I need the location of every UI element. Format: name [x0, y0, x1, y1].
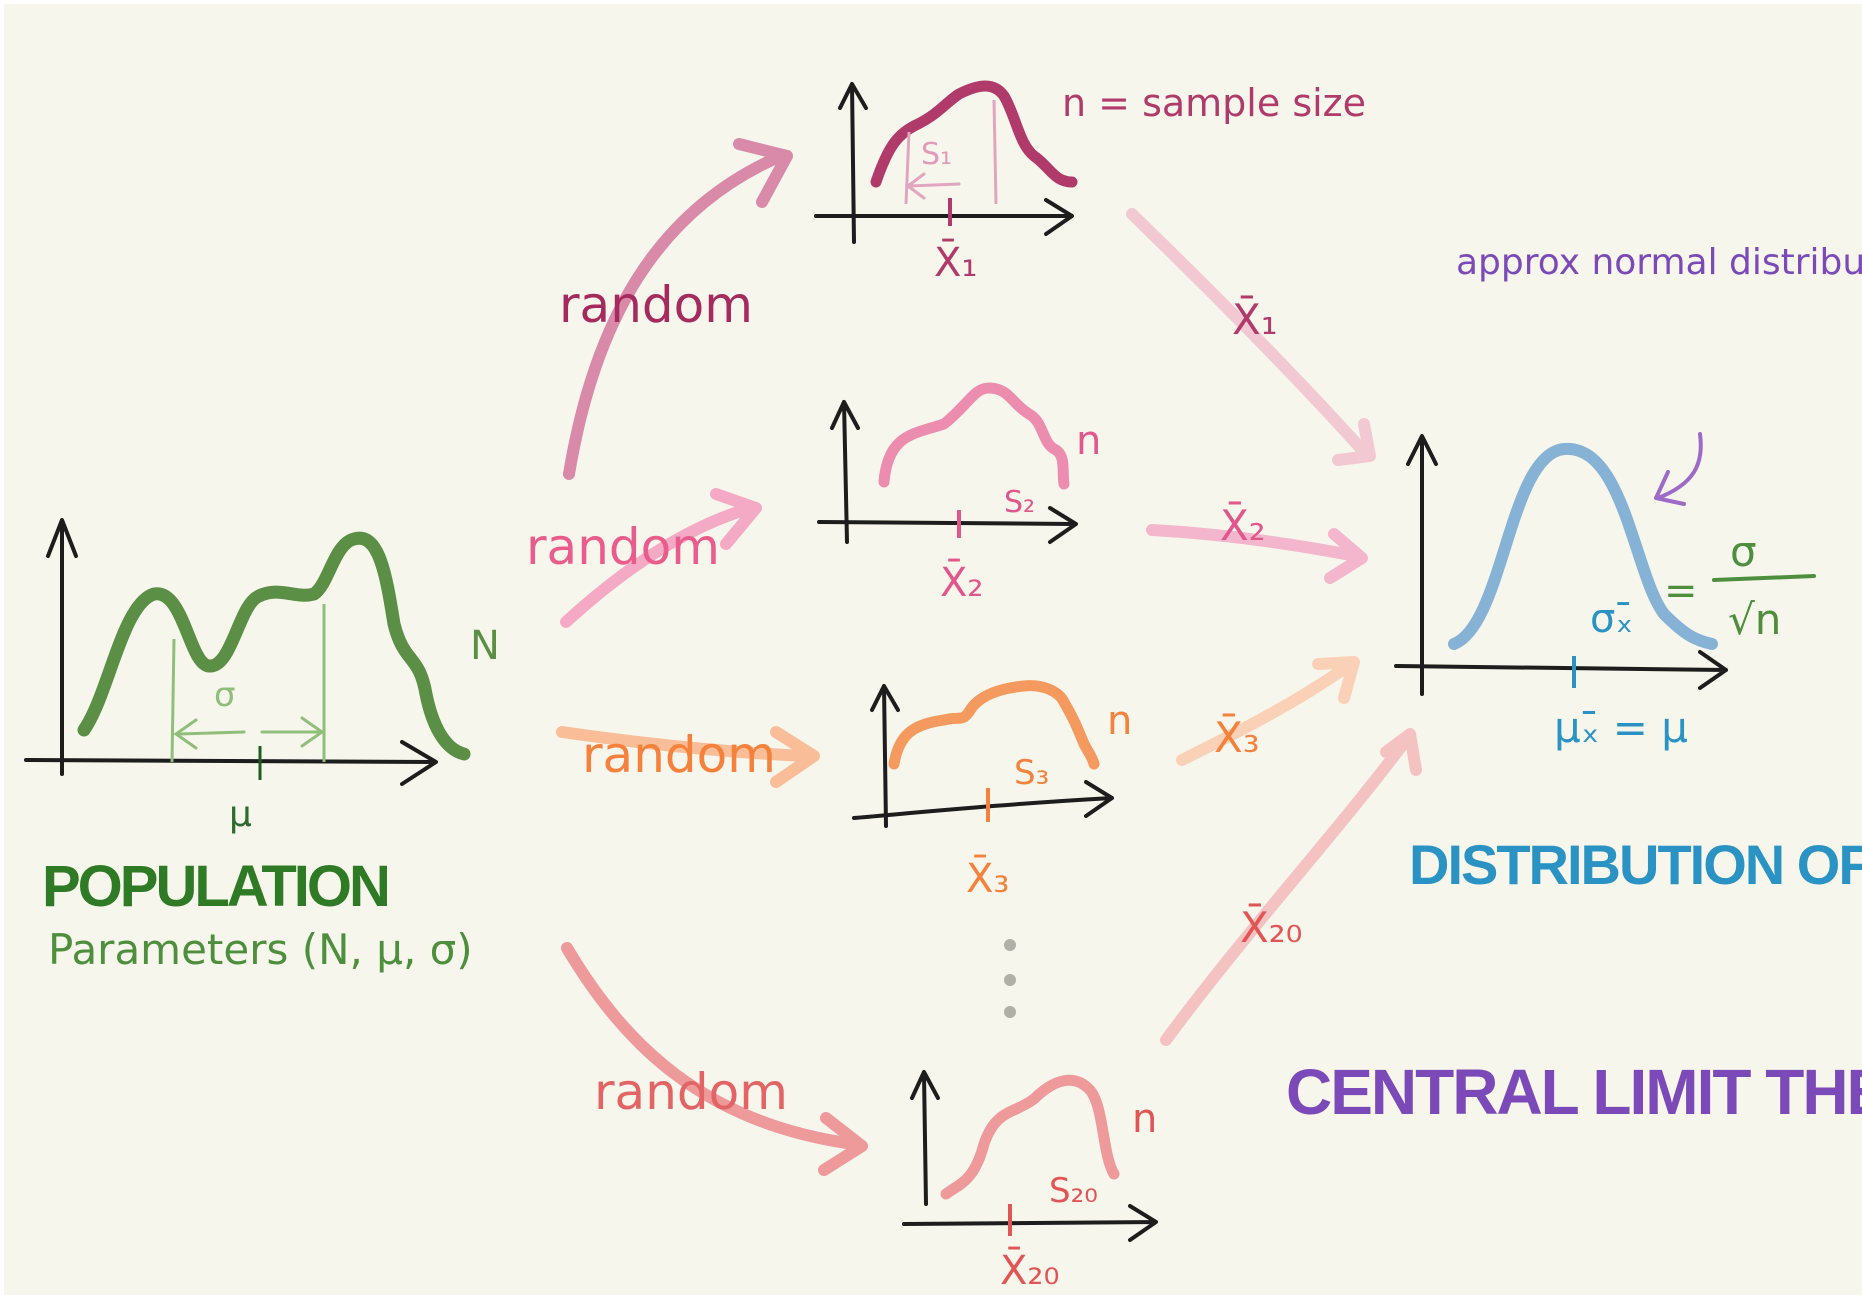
population-curve [77, 531, 471, 761]
random-label-1: random [559, 276, 753, 334]
sigma-formula-denominator: √n [1728, 595, 1781, 644]
sigma-xbar-lhs: σₓ̄ [1590, 596, 1633, 642]
random-arrow-20: random [561, 942, 868, 1176]
clt-diagram: σ μ N POPULATION Parameters (N, μ, σ) ra… [24, 80, 1862, 1294]
sample-2-n: n [1076, 418, 1101, 464]
whiteboard: σ μ N POPULATION Parameters (N, μ, σ) ra… [4, 4, 1862, 1295]
theorem-title: CENTRAL LIMIT THEOREM [1286, 1056, 1862, 1128]
sigma-left-arrow [173, 718, 246, 750]
fraction-bar [1712, 574, 1816, 582]
sigma-formula-numerator: σ [1730, 527, 1757, 576]
mu-label: μ [229, 794, 252, 835]
xbar-arrow-2: X̄₂ [1146, 499, 1368, 584]
sample-20-n: n [1132, 1096, 1157, 1142]
population-y-arrowhead [46, 518, 78, 558]
sample-1-chart: S₁ X̄₁ [814, 80, 1078, 286]
xbar-arrow-label-20: X̄₂₀ [1240, 901, 1302, 952]
sigma-left-line [170, 638, 176, 763]
sample-1-xbar: X̄₁ [934, 238, 977, 286]
ellipsis-dots [1004, 939, 1016, 1018]
sample-3-xbar: X̄₃ [966, 854, 1009, 902]
approx-normal-annotation: approx normal distribution [1456, 242, 1862, 283]
mean-formula: μₓ̄ = μ [1554, 703, 1688, 752]
sample-size-note: n = sample size [1062, 81, 1366, 125]
sample-20-s-label: S₂₀ [1049, 1171, 1098, 1211]
sampling-distribution-chart [1394, 432, 1728, 696]
random-arrow-1: random [559, 138, 793, 480]
xbar-arrow-1: X̄₁ [1126, 208, 1376, 466]
sigma-label: σ [214, 675, 236, 715]
population-title: POPULATION [42, 854, 388, 919]
sample-3-s-label: S₃ [1014, 753, 1049, 793]
xbar-arrow-label-1: X̄₁ [1232, 293, 1278, 344]
random-label-2: random [526, 518, 720, 576]
sample-3-n: n [1107, 698, 1132, 744]
sigma-formula-equals: = [1664, 568, 1698, 614]
distribution-title: DISTRIBUTION OF THE SAMPLE MEAN [1409, 833, 1862, 896]
xbar-arrow-label-3: X̄₃ [1214, 711, 1260, 762]
sample-2-xbar: X̄₂ [940, 558, 983, 606]
sample-3-chart: S₃ n X̄₃ [852, 680, 1132, 902]
annotation-arrow [1654, 432, 1703, 506]
sample-2-chart: S₂ n X̄₂ [817, 382, 1101, 606]
population-parameters: Parameters (N, μ, σ) [48, 925, 473, 974]
population-chart: σ μ N [24, 518, 500, 835]
population-x-arrowhead [400, 740, 438, 786]
normal-curve [1448, 442, 1718, 650]
n-label: N [470, 623, 500, 669]
xbar-arrow-3: X̄₃ [1176, 656, 1360, 766]
sigma-right-arrow [260, 716, 325, 748]
random-arrow-3: random [556, 726, 820, 788]
random-arrow-2: random [526, 488, 762, 628]
xbar-arrow-20: X̄₂₀ [1160, 728, 1422, 1046]
sample-2-s-label: S₂ [1004, 485, 1035, 520]
sample-20-xbar: X̄₂₀ [1000, 1246, 1059, 1294]
xbar-arrow-label-2: X̄₂ [1220, 499, 1266, 550]
random-label-20: random [594, 1063, 788, 1121]
random-label-3: random [582, 726, 776, 784]
population-x-axis [24, 758, 436, 764]
sample-1-s-label: S₁ [921, 137, 952, 172]
sample-20-chart: S₂₀ n X̄₂₀ [902, 1070, 1158, 1294]
